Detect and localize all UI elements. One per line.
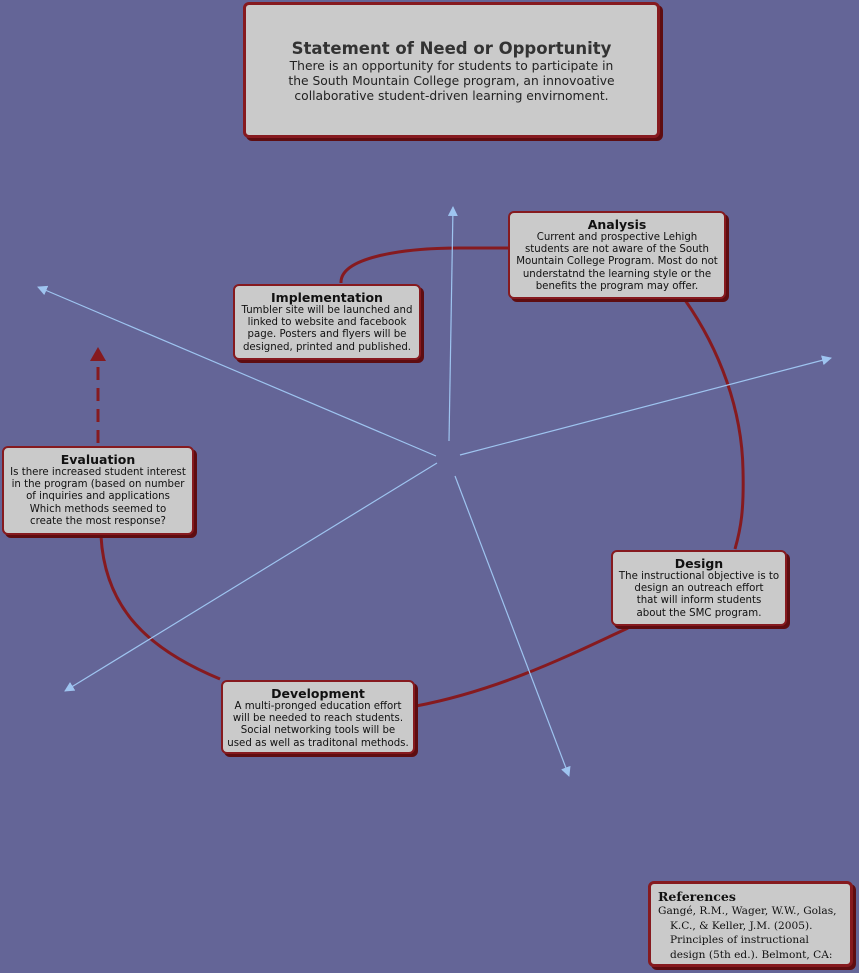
- references-box: References Gangé, R.M., Wager, W.W., Gol…: [648, 881, 853, 967]
- spoke-arrow-upper-left: [37, 285, 437, 457]
- implementation-text: Tumbler site will be launched and linked…: [241, 305, 413, 353]
- spoke-arrow-up: [447, 206, 458, 442]
- analysis-box: Analysis Current and prospective Lehigh …: [508, 211, 726, 299]
- cycle-connector-analysis-design: [683, 299, 745, 550]
- implementation-title: Implementation: [271, 290, 383, 305]
- evaluation-box: Evaluation Is there increased student in…: [2, 446, 194, 535]
- need-title: Statement of Need or Opportunity: [291, 39, 612, 58]
- evaluation-title: Evaluation: [60, 452, 136, 467]
- spoke-arrow-lower-left: [64, 462, 438, 692]
- implementation-box: Implementation Tumbler site will be laun…: [233, 284, 421, 360]
- cycle-connector-implementation-analysis: [339, 246, 510, 284]
- evaluation-text: Is there increased student interest in t…: [10, 467, 186, 527]
- development-box: Development A multi-pronged education ef…: [221, 680, 415, 754]
- design-box: Design The instructional objective is to…: [611, 550, 787, 626]
- design-title: Design: [674, 556, 724, 571]
- spoke-arrow-lower-right: [454, 475, 571, 777]
- references-text: Gangé, R.M., Wager, W.W., Golas, K.C., &…: [658, 905, 837, 964]
- statement-of-need-box: Statement of Need or Opportunity There i…: [243, 2, 660, 138]
- development-title: Development: [271, 686, 365, 701]
- spoke-arrow-upper-right: [459, 355, 832, 456]
- references-title: References: [658, 889, 736, 904]
- development-text: A multi-pronged education effort will be…: [227, 701, 409, 749]
- analysis-title: Analysis: [587, 217, 647, 232]
- cycle-connector-development-evaluation: [99, 535, 221, 681]
- design-text: The instructional objective is to design…: [618, 571, 780, 619]
- cycle-connector-design-development: [415, 626, 629, 708]
- analysis-text: Current and prospective Lehigh students …: [516, 232, 718, 292]
- need-text: There is an opportunity for students to …: [288, 59, 615, 103]
- dashed-arrow-head-icon: [90, 347, 106, 361]
